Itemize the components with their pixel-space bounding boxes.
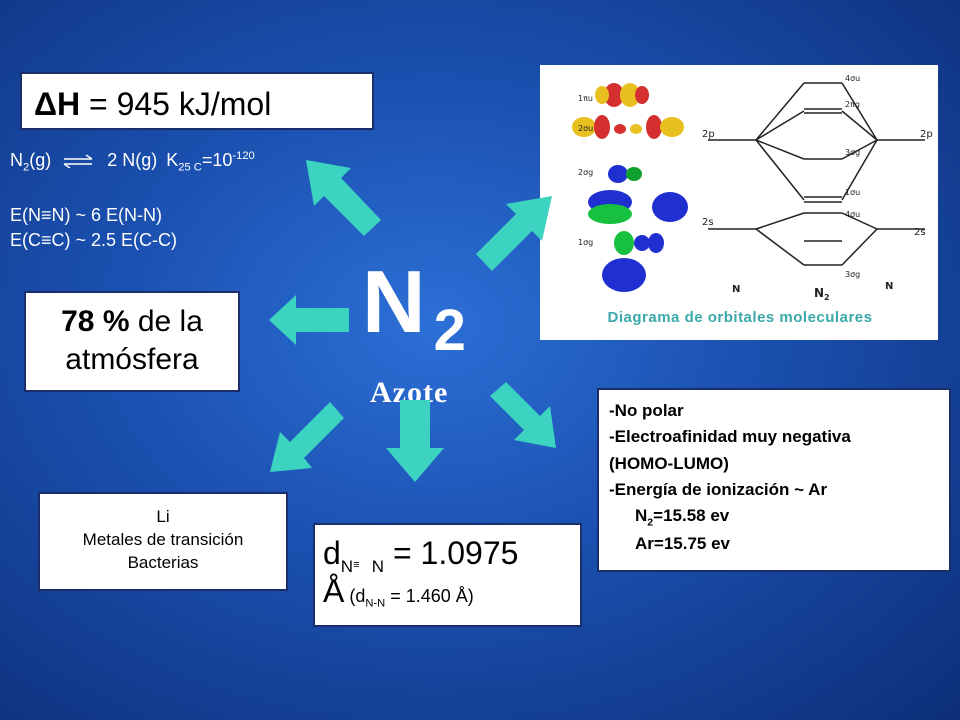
bond-energy-1: E(N≡N) ~ 6 E(N-N) — [10, 205, 163, 225]
orbital-label: 1σu — [845, 188, 860, 197]
orbital-label: 1σg — [578, 238, 593, 247]
enthalpy-box: ΔH = 945 kJ/mol — [20, 72, 374, 130]
orbital-label: 2πg — [845, 100, 860, 109]
enthalpy-value: = 945 kJ/mol — [80, 86, 272, 122]
equilibrium-arrows-icon — [63, 154, 93, 169]
mo-bottom-mid: N2 — [814, 286, 830, 302]
orbital-label: 1πu — [578, 94, 593, 103]
triple-bond-icon: ≡ — [353, 559, 360, 572]
property-ar-value: Ar=15.75 ev — [635, 534, 730, 554]
bond-length-box: dN≡ N = 1.0975 Å (dN-N = 1.460 Å) — [313, 523, 582, 627]
equilibrium-equation: N2(g) 2 N(g) K25 C=10-120 — [10, 150, 255, 174]
mo-right-2p: 2p — [920, 129, 933, 140]
reactant-metals: Metales de transición — [82, 529, 244, 549]
orbital-label: 4σu — [845, 210, 860, 219]
reactants-box: Li Metales de transición Bacterias — [38, 492, 288, 591]
mo-labels: 2p 2s 2p 2s N N2 N 4σu 2πg 1πu 3σg 2σu 2σg 1σg… — [578, 74, 933, 302]
mo-bottom-left: N — [732, 284, 740, 295]
atmosphere-line1: 78 % de la — [61, 305, 203, 338]
orbital-shapes — [572, 83, 688, 292]
mo-diagram-image: 2p 2s 2p 2s N N2 N 4σu 2πg 1πu 3σg 2σu 2σg 1σg… — [572, 74, 933, 302]
mo-bottom-right: N — [885, 281, 893, 292]
mo-diagram-frame: 2p 2s 2p 2s N N2 N 4σu 2πg 1πu 3σg 2σu 2σg 1σg… — [540, 65, 938, 340]
mo-diagram-caption: Diagrama de orbitales moleculares — [552, 301, 928, 335]
enthalpy-label: ΔH — [34, 86, 81, 122]
property-ionization: -Energía de ionización ~ Ar — [609, 480, 828, 500]
mo-left-2p: 2p — [702, 129, 715, 140]
orbital-label: 2σu — [578, 124, 593, 133]
bond-length-line1: dN≡ N = 1.0975 — [323, 535, 519, 576]
mo-right-2s: 2s — [914, 227, 926, 238]
arrow-down-left-icon — [270, 402, 344, 472]
orbital-label: 3σg — [845, 270, 860, 279]
arrow-down-icon — [386, 400, 444, 482]
atmosphere-box: 78 % de la atmósfera — [24, 291, 240, 392]
property-nonpolar: -No polar — [609, 401, 684, 420]
orbital-label: 2σg — [578, 168, 593, 177]
orbital-label: 4σu — [845, 74, 860, 83]
properties-box: -No polar -Electroafinidad muy negativa … — [597, 388, 951, 572]
arrow-left-icon — [269, 295, 349, 345]
arrow-up-left-icon — [306, 160, 381, 236]
reactant-bacteria: Bacterias — [127, 552, 199, 572]
energy-levels — [708, 82, 925, 266]
orbital-label: 3σg — [845, 148, 860, 157]
arrow-down-right-icon — [490, 382, 556, 448]
bond-length-line2: Å (dN-N = 1.460 Å) — [323, 572, 474, 610]
reactant-li: Li — [156, 507, 170, 526]
bond-energy-2: E(C≡C) ~ 2.5 E(C-C) — [10, 230, 178, 250]
property-n2-value: N2=15.58 ev — [635, 506, 730, 529]
atmosphere-line2: atmósfera — [65, 342, 199, 376]
property-electroaffinity: -Electroafinidad muy negativa — [609, 427, 851, 447]
property-homo-lumo: (HOMO-LUMO) — [609, 453, 729, 473]
mo-left-2s: 2s — [702, 217, 714, 228]
arrow-up-right-icon — [476, 196, 552, 271]
